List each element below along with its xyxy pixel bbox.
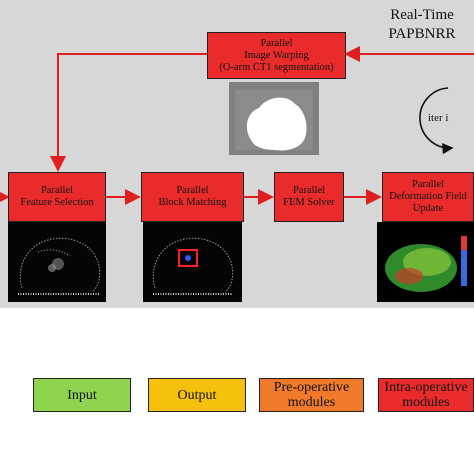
deformation-field-image [377, 222, 474, 302]
legend-output: Output [148, 378, 246, 412]
fem-solver-label: Parallel FEM Solver [283, 185, 335, 208]
pipeline-title: Real-Time PAPBNRR [388, 7, 456, 42]
deformation-update-box: Parallel Deformation Field Update [382, 172, 474, 222]
legend-preoperative: Pre-operative modules [259, 378, 364, 412]
block-matching-label: Parallel Block Matching [158, 185, 227, 208]
legend-intraoperative-label: Intra-operative modules [384, 380, 468, 410]
deformation-update-label: Parallel Deformation Field Update [389, 179, 467, 214]
segmentation-image [229, 82, 319, 155]
legend-input: Input [33, 378, 131, 412]
fem-solver-box: Parallel FEM Solver [274, 172, 344, 222]
feature-points-image [8, 222, 106, 302]
legend-input-label: Input [67, 387, 97, 403]
arrow-warp-to-feature [50, 53, 207, 172]
block-matching-image [143, 222, 242, 302]
legend-output-label: Output [177, 387, 217, 403]
block-matching-box: Parallel Block Matching [141, 172, 244, 222]
feature-selection-box: Parallel Feature Selection [8, 172, 106, 222]
legend-preoperative-label: Pre-operative modules [273, 380, 350, 410]
legend-intraoperative: Intra-operative modules [378, 378, 474, 412]
feature-selection-label: Parallel Feature Selection [20, 185, 94, 208]
iteration-label: iter i [428, 112, 449, 124]
image-warping-label: Parallel Image Warping (O-arm CT1 segmen… [219, 37, 334, 73]
image-warping-box: Parallel Image Warping (O-arm CT1 segmen… [207, 32, 346, 79]
iteration-loop-icon [419, 87, 454, 155]
